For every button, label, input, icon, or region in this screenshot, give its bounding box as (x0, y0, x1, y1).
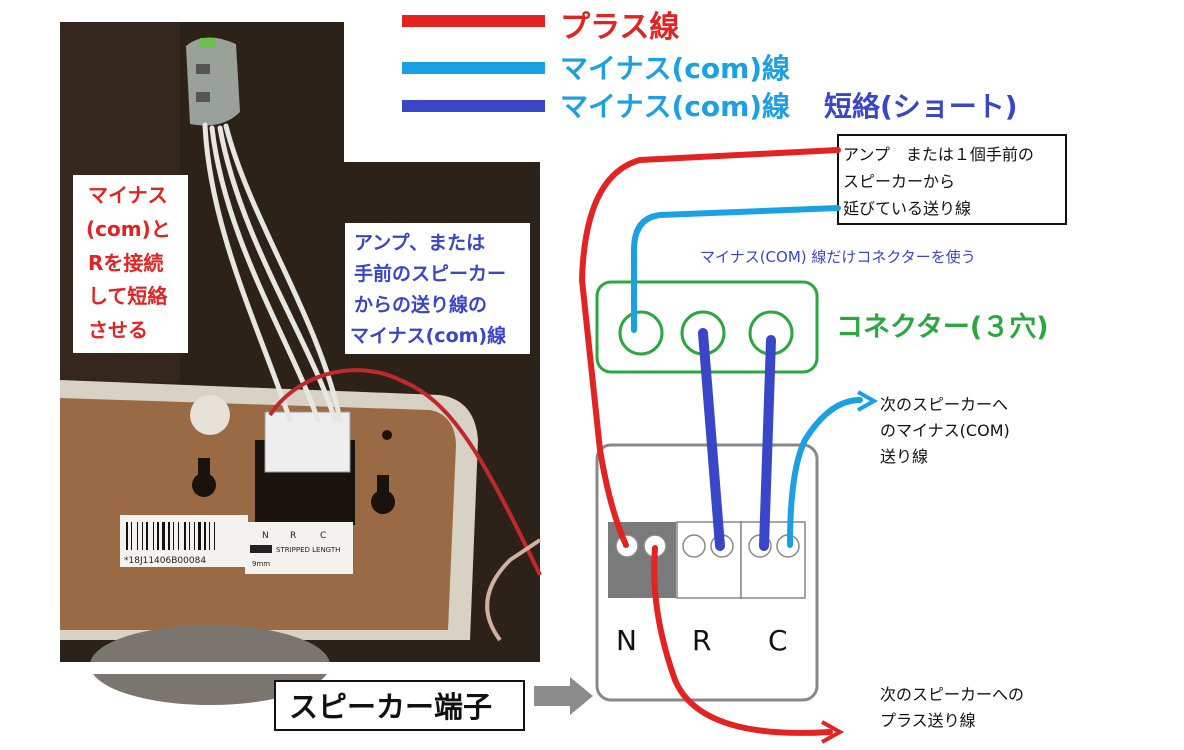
legend: プラス線 マイナス(com)線 マイナス(com)線 短絡(ショート) (402, 10, 1018, 123)
speaker-terminal-label: スピーカー端子 (289, 690, 492, 724)
keyhole-right (371, 475, 395, 514)
connector-note: マイナス(COM) 線だけコネクターを使う (700, 248, 976, 266)
strip-mm-text: 9mm (252, 560, 270, 568)
plus-wire-in (578, 147, 841, 548)
source-box-line1: アンプ または１個手前の (843, 145, 1034, 164)
plus-wire-out (651, 545, 833, 736)
photo-right-note-box (345, 223, 530, 354)
connector-label: コネクター(３穴) (836, 312, 1049, 343)
photo-left-note-line2: (com)と (86, 217, 171, 241)
next-minus-note-line3: 送り線 (880, 447, 928, 466)
next-minus-note-line1: 次のスピーカーへ (880, 395, 1008, 414)
plus-wire-arrowhead (821, 720, 845, 744)
legend-plus-label: プラス線 (560, 10, 679, 45)
photo-left-note-line1: マイナス (88, 183, 168, 207)
photo-right-note-line3: からの送り線の (354, 293, 487, 316)
legend-minus-label: マイナス(com)線 (560, 52, 790, 85)
photo-left-note-line5: させる (88, 318, 148, 342)
barcode (126, 522, 215, 550)
photo-right-note-line2: 手前のスピーカー (354, 262, 506, 285)
speaker-terminal-arrow (534, 677, 593, 715)
terminal-label-c: C (768, 624, 788, 657)
next-minus-note-line2: のマイナス(COM) (880, 421, 1010, 440)
photo-connector (186, 37, 240, 126)
source-box (837, 134, 1067, 225)
legend-short-suffix: 短絡(ショート) (824, 90, 1018, 123)
minus-wire-arrowhead (857, 390, 879, 412)
terminal-c-block (740, 521, 806, 599)
board-knob (190, 395, 230, 435)
legend-short-label: マイナス(com)線 (560, 90, 790, 123)
photo-left-note-box (73, 175, 188, 353)
photo-terminal-c: C (320, 531, 326, 541)
source-box-line3: 延びている送り線 (843, 199, 971, 218)
photo-white-wires (202, 122, 343, 423)
terminal-r-block (676, 521, 742, 599)
connector-hole-1 (618, 310, 664, 356)
next-plus-note-line1: 次のスピーカーへの (880, 685, 1024, 704)
minus-wire-in (631, 205, 841, 333)
stripped-length-text: STRIPPED LENGTH (276, 546, 340, 554)
keyhole-left (192, 458, 216, 497)
photo-right-note-line1: アンプ、または (354, 231, 485, 254)
photo-bottom-mask (60, 662, 540, 674)
photo-left-note-line4: して短絡 (88, 284, 168, 308)
speaker-photo: *18J11406B00084 N R C STRIPPED LENGTH 9m… (60, 22, 542, 705)
screw-hole (382, 430, 392, 440)
terminal-label-r: R (692, 624, 711, 657)
photo-terminal-n: N (262, 531, 269, 541)
photo-terminal-r: R (290, 531, 296, 541)
speaker-terminal-label-box (274, 680, 525, 731)
terminal-label-n: N (616, 624, 637, 657)
short-wire-c (759, 335, 776, 551)
next-plus-note-line2: プラス送り線 (880, 711, 976, 730)
source-box-line2: スピーカーから (843, 172, 955, 191)
short-wire-r (698, 328, 725, 551)
barcode-text: *18J11406B00084 (124, 556, 206, 566)
photo-red-wire (268, 368, 542, 576)
minus-wire-out (787, 397, 863, 548)
schematic: アンプ または１個手前の スピーカーから 延びている送り線 マイナス(COM) … (274, 134, 1067, 744)
r-hole-1 (682, 534, 706, 558)
photo-right-note-line4: マイナス(com)線 (350, 324, 506, 347)
photo-left-note-line3: Rを接続 (88, 251, 163, 275)
